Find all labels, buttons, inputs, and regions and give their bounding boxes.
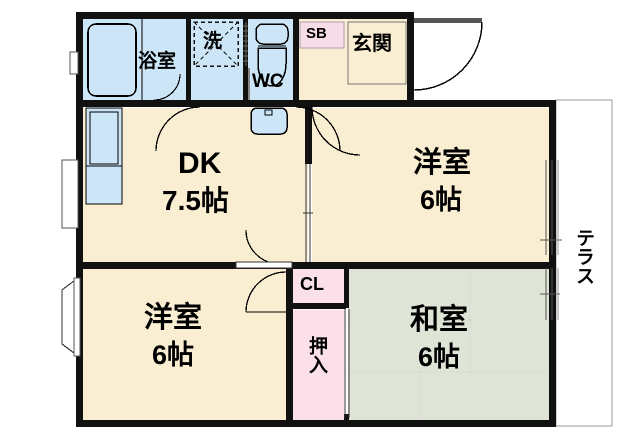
wall-hall-bottom: [298, 100, 414, 107]
bottom-wall-marks: [289, 420, 347, 427]
washitsu-terrace-window: [540, 268, 560, 320]
wall-middle-left: [76, 262, 291, 269]
dk-bay-window: [61, 159, 79, 229]
label-washitsu-name: 和室: [410, 304, 469, 336]
wall-left-upper: [76, 12, 83, 104]
label-yoshitsu-top-name: 洋室: [413, 147, 472, 179]
wc-sliding-door: [243, 22, 248, 66]
label-washitsu-area: 6帖: [418, 342, 461, 372]
washbasin-icon: [250, 107, 288, 135]
dk-yoshitsu-sliding-door: [303, 164, 313, 262]
tatami-mat-outlines: [348, 268, 550, 423]
kitchen-icon: [85, 107, 123, 205]
fixtures: [61, 18, 562, 427]
entrance-door: [408, 18, 483, 92]
label-dk-name: DK: [178, 147, 222, 180]
walls: [76, 12, 556, 427]
washitsu-floor: [348, 268, 550, 423]
wall-bath-washer: [186, 12, 191, 104]
bath-window: [69, 51, 79, 75]
wall-dk-yoshitsu: [305, 104, 312, 164]
wall-closet-washitsu: [344, 262, 349, 308]
wall-lower-closet: [286, 268, 293, 427]
label-yoshitsu-top-area: 6帖: [420, 185, 463, 215]
toilet-icon: [255, 23, 289, 87]
wall-middle-right: [286, 262, 556, 269]
label-wc: WC: [252, 71, 284, 92]
genkan-step: [347, 21, 407, 85]
label-washer: 洗: [203, 31, 223, 52]
wall-bottom: [76, 420, 556, 427]
label-terrace: テラス: [572, 228, 594, 285]
label-yoshitsu-bottom-name: 洋室: [144, 302, 203, 334]
oshiire-sliding-door: [344, 309, 350, 418]
shoebox-floor: [300, 22, 344, 48]
wall-upper-right-top: [407, 100, 555, 107]
label-shoebox: SB: [306, 25, 327, 42]
terrace-outline: [555, 99, 613, 427]
washing-machine-space-icon: [193, 21, 239, 67]
bathtub-icon: [87, 23, 137, 97]
label-dk-area: 7.5帖: [162, 185, 229, 216]
dk-door-right: [295, 106, 341, 152]
closet-floor: [292, 268, 344, 306]
lower-room-bay-window: [61, 276, 81, 358]
washer-floor: [190, 18, 245, 104]
wall-wc-genkan: [293, 12, 299, 104]
yoshitsu-top-door: [311, 106, 361, 156]
label-oshiire: 押入: [305, 336, 327, 374]
yoshitsu-bottom-door: [245, 271, 287, 313]
label-genkan: 玄関: [352, 33, 392, 55]
oshiire-floor: [292, 310, 344, 423]
yoshitsu-top-floor: [312, 108, 550, 263]
label-yoshitsu-bottom-area: 6帖: [152, 340, 195, 370]
shoebox-icon: [299, 21, 345, 49]
label-bath: 浴室: [138, 51, 177, 72]
floor-fills: [82, 18, 550, 423]
yoshitsu-bottom-floor: [82, 268, 290, 423]
wall-cl-oshiire: [286, 303, 346, 309]
dk-door-left: [155, 106, 201, 152]
label-closet: CL: [300, 274, 324, 294]
